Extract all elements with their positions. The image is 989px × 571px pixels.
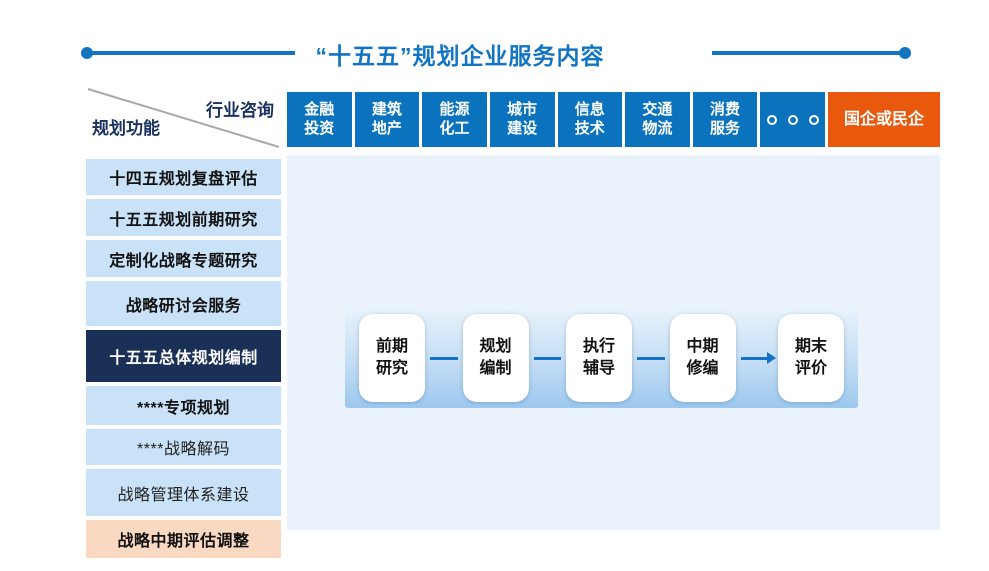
org-type-cell: 国企或民企 <box>828 92 940 147</box>
flow-connector-arrow <box>740 352 776 364</box>
industry-cell-ellipsis <box>760 92 825 147</box>
page-title: “十五五”规划企业服务内容 <box>315 43 605 69</box>
flow-step-execution-coaching: 执行 辅导 <box>566 314 632 402</box>
matrix-body: 前期 研究 规划 编制 执行 辅导 中期 修编 期末 评价 <box>287 155 940 530</box>
industry-header-row: 金融 投资 建筑 地产 能源 化工 城市 建设 信息 技术 交通 物流 消费 服… <box>287 92 940 147</box>
title-rule-right-dot <box>899 47 911 59</box>
flow-step-midterm-revision: 中期 修编 <box>669 314 736 402</box>
flow-step-final-evaluation: 期末 评价 <box>778 314 844 402</box>
flow-connector <box>637 356 665 360</box>
planning-flow-band: 前期 研究 规划 编制 执行 辅导 中期 修编 期末 评价 <box>345 308 858 408</box>
flow-step-plan-compilation: 规划 编制 <box>462 314 529 402</box>
title-rule-left <box>88 51 295 55</box>
ellipsis-dot-icon <box>808 114 819 125</box>
diagonal-divider-line <box>87 88 280 148</box>
axis-header-cell: 行业咨询 规划功能 <box>85 85 282 150</box>
title-rule-right <box>712 51 905 55</box>
function-row-14th-review: 十四五规划复盘评估 <box>86 159 281 195</box>
title-rule-left-dot <box>81 47 93 59</box>
flow-connector <box>430 356 458 360</box>
flow-step-preliminary-research: 前期 研究 <box>359 314 425 402</box>
flow-connector <box>533 356 561 360</box>
industry-cell-construction: 建筑 地产 <box>354 92 420 147</box>
function-row-midterm-adjustment: 战略中期评估调整 <box>86 520 281 558</box>
industry-cell-finance: 金融 投资 <box>287 92 352 147</box>
function-column: 十四五规划复盘评估 十五五规划前期研究 定制化战略专题研究 战略研讨会服务 十五… <box>86 159 281 562</box>
row-axis-label: 规划功能 <box>92 119 160 138</box>
ellipsis-dot-icon <box>787 114 798 125</box>
function-row-special-plan: ****专项规划 <box>86 386 281 425</box>
function-row-custom-strategy: 定制化战略专题研究 <box>86 240 281 277</box>
industry-cell-transport: 交通 物流 <box>625 92 690 147</box>
industry-cell-it: 信息 技术 <box>557 92 623 147</box>
industry-cell-consumer: 消费 服务 <box>692 92 758 147</box>
column-axis-label: 行业咨询 <box>206 101 274 120</box>
function-row-overall-plan-active: 十五五总体规划编制 <box>86 330 281 382</box>
function-row-strategy-workshop: 战略研讨会服务 <box>86 281 281 326</box>
function-row-strategy-mgmt-system: 战略管理体系建设 <box>86 469 281 516</box>
function-row-15th-preliminary: 十五五规划前期研究 <box>86 199 281 236</box>
industry-cell-urban: 城市 建设 <box>489 92 555 147</box>
industry-cell-energy: 能源 化工 <box>422 92 487 147</box>
function-row-strategy-decoding: ****战略解码 <box>86 429 281 465</box>
ellipsis-dot-icon <box>766 114 777 125</box>
